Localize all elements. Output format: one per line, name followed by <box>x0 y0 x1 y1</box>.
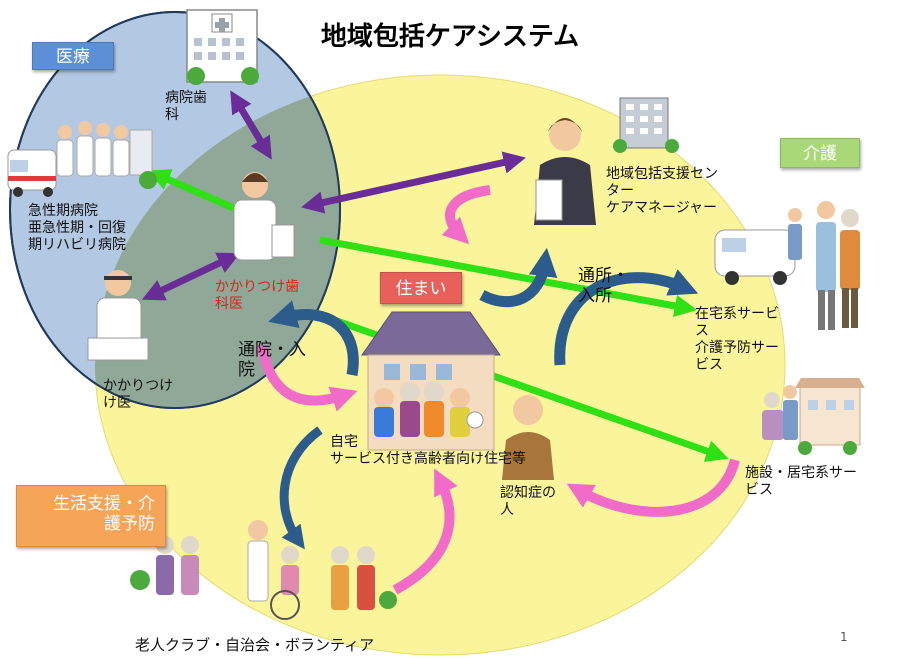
medical-staff-icon <box>56 121 157 189</box>
care-van-icon <box>714 229 796 285</box>
arrow-blue-home-to-community <box>279 426 323 550</box>
arrow-to-home-care <box>319 236 698 317</box>
label-facility-service: 施設・居宅系サー ビス <box>745 465 857 498</box>
arrow-dentist-support-center <box>301 151 526 214</box>
label-outpatient-left: 通院・入 院 <box>238 340 306 380</box>
office-building-icon <box>613 97 679 153</box>
label-hospital-dental: 病院歯 科 <box>165 90 207 123</box>
elderly-caregiver-icon <box>788 201 860 330</box>
arrow-blue-to-support <box>479 247 558 308</box>
label-family-doctor: かかりつけ け医 <box>103 378 174 411</box>
arrow-hospital-dentist <box>230 90 272 160</box>
label-family-dentist: かかりつけ歯 科医 <box>215 279 300 312</box>
label-home: 自宅 サービス付き高齢者向け住宅等 <box>330 434 526 467</box>
arrow-pink-facility-to-home <box>566 458 740 517</box>
label-outpatient-right: 通所・ 入所 <box>578 266 629 306</box>
elderly-man-icon <box>502 395 554 480</box>
arrow-dentist-doctor <box>141 252 241 301</box>
label-dementia: 認知症の 人 <box>500 485 556 518</box>
label-community-groups: 老人クラブ・自治会・ボランティア <box>135 636 375 654</box>
community-people-icon <box>130 520 397 620</box>
house-family-icon <box>361 311 501 451</box>
care-facility-icon <box>762 378 865 455</box>
label-home-care-service: 在宅系サービ ス 介護予防サー ビス <box>695 306 779 373</box>
category-tag-housing: 住まい <box>380 272 462 304</box>
arrow-blue-outpatient-right <box>554 269 699 366</box>
dentist-figure-icon <box>233 172 295 261</box>
arrow-pink-support <box>441 185 491 245</box>
arrow-blue-outpatient-left <box>268 300 359 376</box>
label-acute-hospital: 急性期病院 亜急性期・回復 期リハビリ病院 <box>28 203 126 253</box>
category-tag-life-support: 生活支援・介 護予防 <box>16 485 166 547</box>
arrow-pink-to-hospital <box>257 344 358 412</box>
category-tag-medical: 医療 <box>32 42 114 70</box>
category-tag-care: 介護 <box>780 138 860 168</box>
label-support-center: 地域包括支援セン ター ケアマネージャー <box>606 166 718 216</box>
hospital-building-icon <box>186 9 259 85</box>
arrow-pink-community-to-home <box>392 468 458 595</box>
page-title: 地域包括ケアシステム <box>320 22 580 52</box>
ambulance-icon <box>7 149 57 197</box>
page-number: 1 <box>840 630 848 644</box>
care-manager-figure-icon <box>534 118 596 225</box>
family-doctor-figure-icon <box>87 270 149 361</box>
arrow-to-acute-hospital <box>147 169 240 214</box>
